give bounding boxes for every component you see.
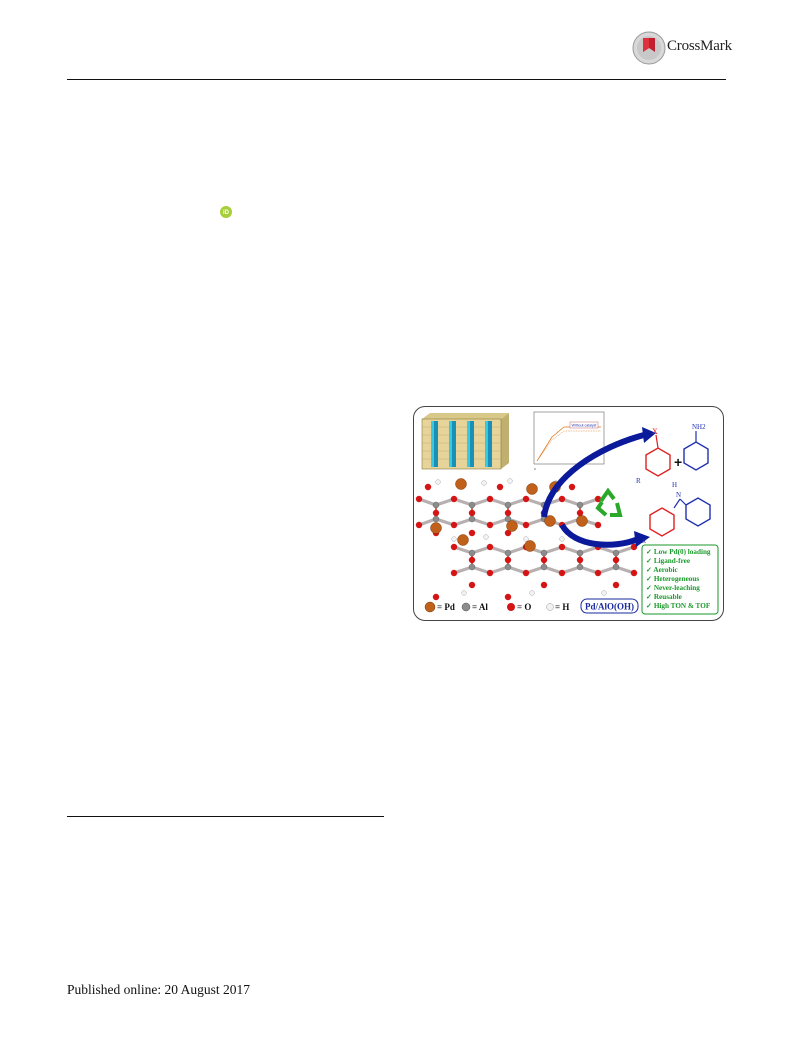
pd-legend-marker <box>424 601 436 613</box>
header-rule <box>67 79 726 80</box>
orcid-icon[interactable]: iD <box>220 206 232 218</box>
legend-pd: = Pd <box>437 602 455 612</box>
halide-x-label: X <box>652 427 658 436</box>
svg-text:iD: iD <box>223 210 230 216</box>
features-box: ✓ Low Pd(0) loading ✓ Ligand-free ✓ Aero… <box>641 544 719 615</box>
aniline-structure: NH2 <box>683 423 709 471</box>
bar <box>449 421 456 467</box>
graphical-abstract: Without catalyst 0 <box>413 406 724 621</box>
reuse-bar-chart <box>421 413 509 470</box>
legend-o: = O <box>517 602 531 612</box>
reaction-arrows <box>541 427 656 548</box>
kinetics-line-chart: Without catalyst 0 <box>533 411 605 471</box>
r-group-label: R <box>636 477 641 485</box>
bar <box>467 421 474 467</box>
product-h-label: H <box>672 481 677 489</box>
plus-sign: + <box>674 454 682 470</box>
feature-item: ✓ Aerobic <box>646 566 678 574</box>
catalyst-label: Pd/AlO(OH) <box>585 602 634 612</box>
nh2-label: NH2 <box>692 423 706 431</box>
crossmark-badge[interactable]: CrossMark <box>632 30 736 66</box>
feature-item: ✓ Low Pd(0) loading <box>646 548 711 556</box>
atom-legend: = Pd = Al = O = H Pd/AlO(OH) <box>424 598 639 614</box>
legend-h: = H <box>555 602 569 612</box>
published-date: Published online: 20 August 2017 <box>67 982 251 997</box>
product-r-label: R <box>642 539 646 545</box>
bar <box>485 421 492 467</box>
recycle-icon <box>595 487 623 517</box>
feature-item: ✓ Heterogeneous <box>646 575 699 583</box>
chart-bars <box>431 421 492 467</box>
crossmark-label: CrossMark <box>667 38 732 54</box>
svg-text:0: 0 <box>534 467 536 471</box>
o-legend-marker <box>507 603 515 611</box>
product-structure: H N R <box>642 481 711 545</box>
footnote-rule <box>67 816 384 817</box>
bar <box>431 421 438 467</box>
al-legend-marker <box>461 602 471 612</box>
product-n-label: N <box>676 491 681 499</box>
chart2-series-label: Without catalyst <box>572 424 597 428</box>
feature-item: ✓ High TON & TOF <box>646 602 711 610</box>
crossmark-icon <box>632 31 666 65</box>
feature-item: ✓ Reusable <box>646 593 682 601</box>
feature-item: ✓ Never-leaching <box>646 584 700 592</box>
h-legend-marker <box>546 603 554 611</box>
graphical-abstract-figure: Without catalyst 0 <box>415 411 719 615</box>
aryl-halide-structure: X R + <box>636 427 682 485</box>
feature-item: ✓ Ligand-free <box>646 557 690 565</box>
legend-al: = Al <box>472 602 488 612</box>
